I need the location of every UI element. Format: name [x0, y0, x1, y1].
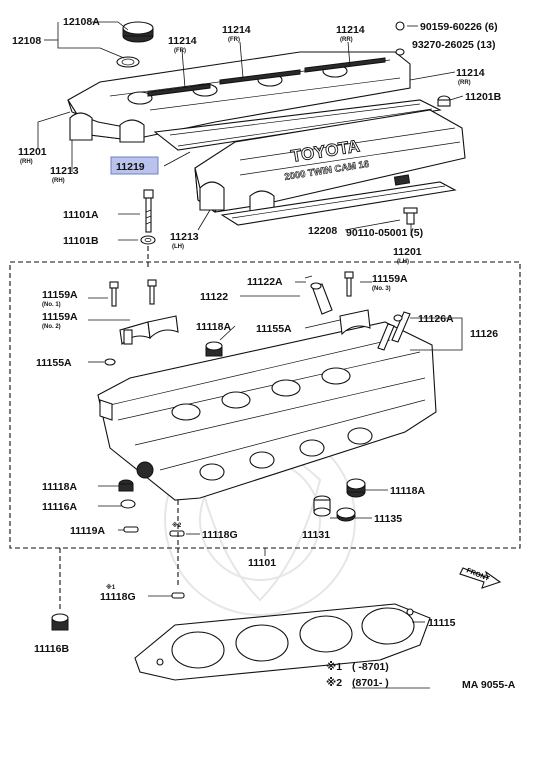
footnotes: ※1 ( -8701) ※2 (8701- ) [326, 661, 430, 689]
label-11118G-lower: 11118G [100, 591, 136, 603]
label-11159A-1: 11159A [42, 289, 78, 301]
cylinder-head-11101[interactable] [97, 321, 437, 501]
label-12108: 12108 [12, 35, 41, 47]
pipe-11126[interactable] [377, 311, 411, 351]
note-1-range: ( -8701) [352, 661, 389, 673]
label-11159A-3: 11159A [372, 273, 408, 285]
label-11213-rh: 11213 [50, 165, 79, 177]
note-1-mark: ※1 [326, 661, 342, 673]
pin-11118G-lower[interactable] [171, 592, 185, 599]
seal-11118A-left[interactable] [118, 479, 134, 492]
label-11119A: 11119A [70, 525, 105, 537]
label-11126: 11126 [470, 328, 498, 340]
label-11201B: 11201B [465, 91, 502, 103]
label-90110: 90110-05001 (5) [346, 227, 423, 239]
label-11135: 11135 [374, 513, 402, 525]
note-2-range: (8701- ) [352, 677, 389, 689]
bolt-90110[interactable] [403, 207, 418, 225]
label-11219: 11219 [116, 161, 145, 173]
cap-bolts-11159A[interactable] [109, 271, 354, 307]
cover-gaskets-11214[interactable] [147, 57, 386, 97]
label-11201-rh: 11201 [18, 146, 47, 158]
front-direction-arrow: FRONT [459, 567, 502, 589]
bearing-cap-no2[interactable] [147, 315, 179, 340]
washer-11101B[interactable] [140, 235, 156, 245]
pin-11122[interactable] [304, 275, 333, 315]
label-11159A-2: 11159A [42, 311, 78, 323]
seal-11118A-top[interactable] [205, 341, 223, 357]
leader-lines [37, 21, 464, 623]
label-11122A: 11122A [247, 276, 283, 288]
label-11213-rh-sub: (RH) [52, 178, 65, 184]
assembly-boundary [9, 261, 521, 549]
label-11214-fr1: 11214 [168, 35, 197, 47]
highlight-box-11219 [110, 156, 159, 175]
label-11201-lh-sub: (LH) [397, 259, 409, 265]
bearing-cap-no1[interactable] [119, 321, 151, 346]
label-11155A-left: 11155A [36, 357, 72, 369]
label-11118A-top: 11118A [196, 321, 231, 333]
label-11214-rr2-sub: (RR) [458, 80, 471, 86]
label-11201-rh-sub: (RH) [20, 159, 33, 165]
oil-filler-cap[interactable] [116, 21, 154, 68]
label-11214-rr2: 11214 [456, 67, 485, 79]
pin-11118G[interactable] [169, 530, 185, 537]
label-11159A-3-sub: (No. 3) [372, 286, 391, 292]
label-11155A-right: 11155A [256, 323, 292, 335]
label-11101: 11101 [248, 557, 276, 569]
label-11118G-lower-mark: ※1 [106, 584, 116, 591]
cylinder-head-cover-lh[interactable] [194, 109, 466, 213]
label-11116A: 11116A [42, 501, 77, 513]
cylinder-head-cover-rh[interactable] [67, 51, 411, 143]
label-11159A-2-sub: (No. 2) [42, 324, 61, 330]
head-gasket-11115[interactable] [134, 603, 431, 681]
label-11118G-mark: ※2 [172, 522, 182, 529]
label-93270: 93270-26025 (13) [412, 39, 495, 51]
label-11214-rr1-sub: (RR) [340, 37, 353, 43]
bearing-cap-no3[interactable] [339, 309, 371, 336]
label-11201-lh: 11201 [393, 246, 422, 258]
label-11118G: 11118G [202, 529, 238, 541]
head-bolt-11101A[interactable] [143, 189, 154, 233]
label-90159: 90159-60226 (6) [420, 21, 498, 33]
cover-gasket-11219[interactable] [153, 99, 442, 151]
label-11122: 11122 [200, 291, 228, 303]
label-11159A-1-sub: (No. 1) [42, 302, 61, 308]
label-11213-lh: 11213 [170, 231, 199, 243]
label-11101A: 11101A [63, 209, 99, 221]
label-11118A-left: 11118A [42, 481, 77, 493]
label-11116B: 11116B [34, 643, 69, 655]
baffle-plate-12208[interactable] [220, 174, 457, 226]
part-labels: 12108A 12108 11214 (FR) 11214 (FR) 11214… [12, 16, 502, 655]
label-11213-lh-sub: (LH) [172, 244, 184, 250]
pin-11119A[interactable] [123, 526, 139, 533]
label-11115: 11115 [428, 617, 456, 629]
front-label: FRONT [465, 567, 491, 583]
cap-11155A-small[interactable] [104, 358, 116, 366]
cap-11131[interactable] [313, 495, 331, 517]
label-11214-fr2: 11214 [222, 24, 251, 36]
label-11214-fr2-sub: (FR) [228, 37, 240, 43]
plug-11116A[interactable] [120, 499, 136, 509]
seal-11118A-right[interactable] [346, 478, 366, 498]
label-11214-fr1-sub: (FR) [174, 48, 186, 54]
label-11118A-right: 11118A [390, 485, 425, 497]
seal-11135[interactable] [336, 507, 356, 522]
label-12108A: 12108A [63, 16, 100, 28]
label-11101B: 11101B [63, 235, 99, 247]
label-12208: 12208 [308, 225, 337, 237]
label-11131: 11131 [302, 529, 330, 541]
figure-code: MA 9055-A [462, 679, 516, 691]
note-2-mark: ※2 [326, 677, 342, 689]
plug-11116B[interactable] [51, 613, 69, 631]
label-11214-rr1: 11214 [336, 24, 365, 36]
label-11126A: 11126A [418, 313, 454, 325]
